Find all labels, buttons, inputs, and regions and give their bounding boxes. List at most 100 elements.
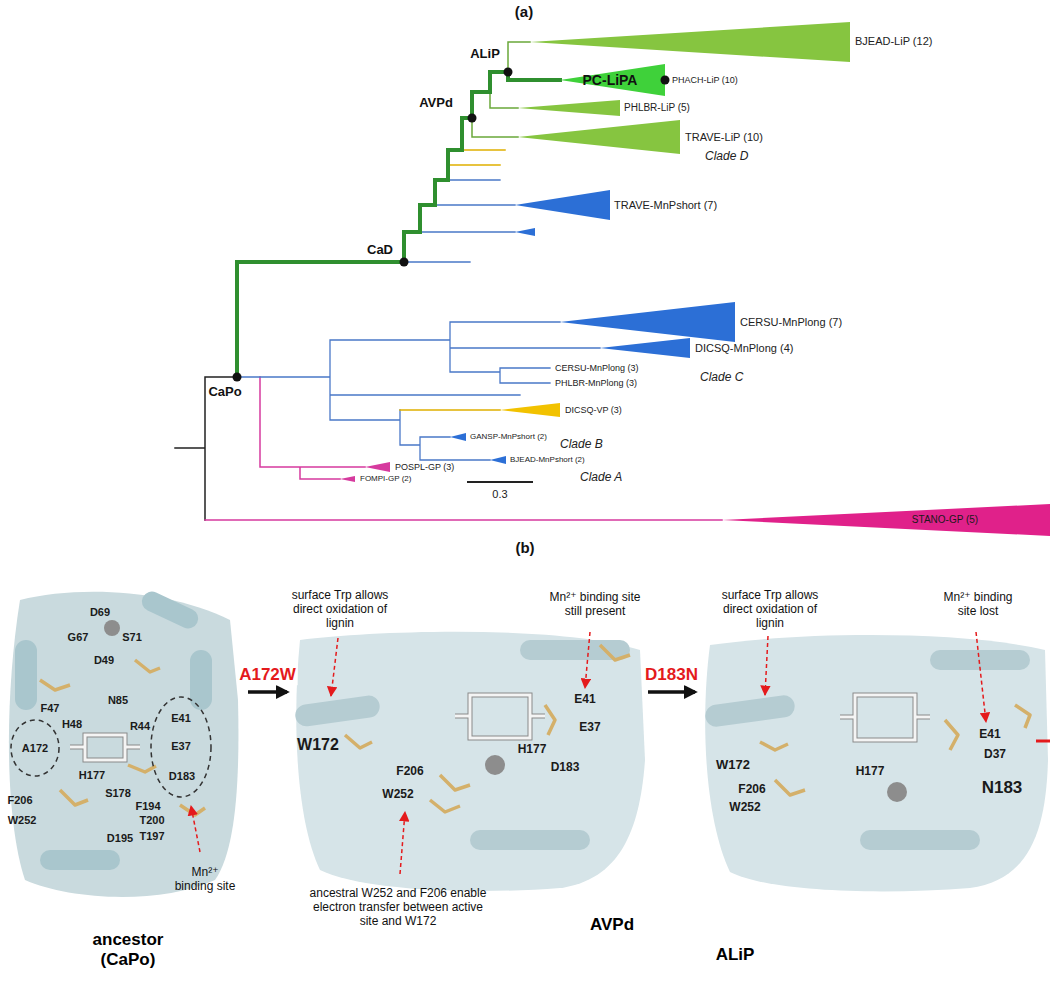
callout-arrow bbox=[191, 806, 200, 852]
structure-panel: ALiP bbox=[698, 580, 1050, 980]
protein-cartoon bbox=[139, 588, 202, 631]
heme-group bbox=[455, 695, 545, 738]
heme-group bbox=[840, 695, 930, 740]
residue-sticks bbox=[40, 680, 70, 690]
residue-label: D195 bbox=[107, 832, 133, 845]
mutation-label: A172W bbox=[237, 665, 298, 685]
clade-wedge bbox=[340, 22, 1050, 536]
heme-group bbox=[840, 695, 930, 740]
residue-label: N85 bbox=[108, 694, 128, 707]
residue-sticks bbox=[345, 735, 372, 748]
residue-label: F206 bbox=[396, 765, 423, 779]
residue-label: W172 bbox=[297, 736, 339, 754]
residue-label: R44 bbox=[130, 720, 150, 733]
ancestor-node-label: ALiP bbox=[470, 47, 500, 62]
residue-sticks bbox=[600, 645, 630, 660]
clade-label: BJEAD-MnPshort (2) bbox=[510, 455, 585, 464]
clade-name: Clade A bbox=[580, 471, 622, 485]
residue-label: F206 bbox=[7, 794, 32, 807]
structure-panel: ancestor (CaPo) bbox=[0, 580, 245, 980]
residue-label: S71 bbox=[122, 631, 142, 644]
clade-wedge bbox=[560, 64, 665, 96]
clade-wedge bbox=[450, 433, 466, 441]
protein-cartoon bbox=[704, 694, 796, 728]
clade-label: POSPL-GP (3) bbox=[395, 462, 454, 472]
residue-label: N183 bbox=[982, 778, 1023, 798]
tree-branch bbox=[400, 150, 505, 410]
tree-branch bbox=[205, 377, 722, 520]
residue-sticks bbox=[945, 720, 958, 750]
protein-cartoon bbox=[9, 592, 239, 897]
protein-cartoon bbox=[190, 650, 212, 710]
residue-sticks bbox=[60, 790, 88, 805]
callout-arrow bbox=[585, 632, 590, 688]
dashed-circle bbox=[11, 697, 211, 797]
mutation-label: D183N bbox=[643, 665, 700, 685]
residue-label: D69 bbox=[90, 606, 110, 619]
callout-note: surface Trp allows direct oxidation of l… bbox=[710, 589, 830, 630]
residue-sticks bbox=[775, 780, 805, 795]
heme-group bbox=[70, 735, 140, 760]
callout-arrow bbox=[765, 636, 768, 695]
clade-wedge bbox=[490, 456, 506, 464]
callout-arrow bbox=[765, 632, 986, 722]
callout-note: surface Trp allows direct oxidation of l… bbox=[280, 589, 400, 630]
protein-cartoon bbox=[860, 830, 980, 850]
residue-label: E37 bbox=[579, 721, 600, 735]
residue-label: E37 bbox=[171, 740, 191, 753]
callout-arrow bbox=[331, 638, 338, 696]
callout-arrow bbox=[400, 812, 405, 874]
clade-label: STANO-GP (5) bbox=[912, 514, 978, 526]
edge-mark bbox=[1036, 740, 1050, 743]
heme-group bbox=[455, 695, 545, 738]
clade-label: CERSU-MnPlong (7) bbox=[740, 316, 842, 329]
mutation-arrow bbox=[248, 690, 287, 694]
ancestor-node-label: CaD bbox=[367, 243, 393, 258]
protein-cartoon bbox=[470, 830, 590, 850]
callout-arrow bbox=[331, 632, 590, 874]
callout-note: Mn²⁺ binding site bbox=[174, 866, 236, 894]
residue-sticks bbox=[40, 660, 205, 815]
clade-wedge bbox=[518, 120, 680, 154]
clade-wedge bbox=[530, 22, 850, 62]
protein-cartoon bbox=[296, 632, 645, 891]
residue-sticks bbox=[545, 705, 555, 735]
protein-cartoon bbox=[294, 632, 645, 891]
heme-group bbox=[70, 735, 140, 760]
heme-group bbox=[840, 695, 930, 740]
clade-wedge bbox=[600, 338, 690, 358]
tree-node-dot bbox=[233, 373, 242, 382]
clade-label: DICSQ-MnPlong (4) bbox=[695, 342, 793, 355]
protein-cartoon bbox=[520, 640, 630, 660]
tree-branch bbox=[468, 481, 532, 483]
residue-label: W172 bbox=[716, 758, 750, 773]
scale-label: 0.3 bbox=[492, 488, 507, 501]
tree-branch bbox=[175, 42, 722, 520]
tree-node-dot bbox=[233, 68, 670, 382]
heme-group bbox=[70, 735, 140, 760]
mutation-arrow bbox=[648, 690, 695, 694]
residue-label: H177 bbox=[518, 743, 547, 757]
clade-wedge bbox=[722, 504, 1050, 536]
protein-cartoon bbox=[40, 850, 120, 870]
dashed-circle bbox=[11, 720, 59, 776]
tree-node-dot bbox=[468, 114, 477, 123]
residue-label: T197 bbox=[139, 830, 164, 843]
residue-label: D183 bbox=[169, 770, 195, 783]
tree-node-dot bbox=[661, 76, 670, 85]
residue-label: D183 bbox=[551, 761, 580, 775]
clade-label: DICSQ-VP (3) bbox=[565, 405, 622, 415]
heme-group bbox=[70, 735, 140, 760]
residue-label: T200 bbox=[139, 814, 164, 827]
residue-label: E41 bbox=[171, 712, 191, 725]
clade-label: FOMPI-GP (2) bbox=[360, 474, 411, 483]
panel-title: ALiP bbox=[716, 945, 755, 965]
panel-title: ancestor (CaPo) bbox=[73, 930, 183, 969]
residue-label: G67 bbox=[68, 631, 89, 644]
tree-node-dot bbox=[504, 68, 513, 77]
residue-label: H48 bbox=[62, 718, 82, 731]
clade-label: PHLBR-MnPlong (3) bbox=[555, 378, 637, 388]
panel-title: AVPd bbox=[590, 915, 634, 935]
residue-sticks bbox=[135, 660, 160, 672]
clade-name: Clade C bbox=[700, 371, 743, 385]
